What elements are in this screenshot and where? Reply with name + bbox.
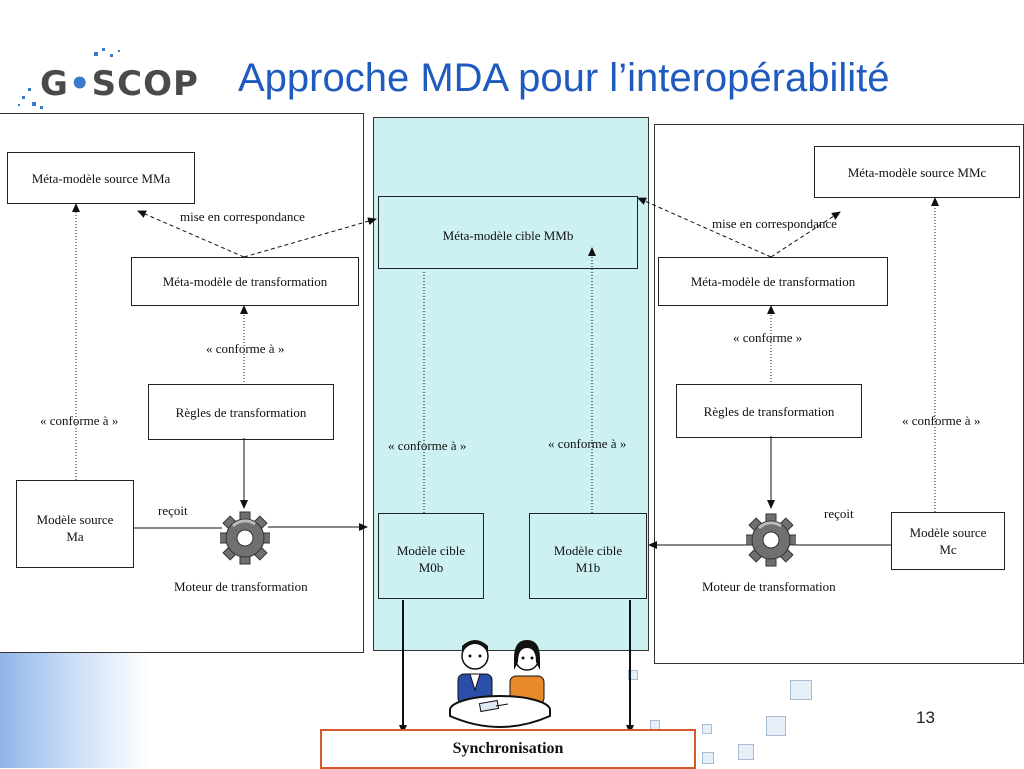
middle-metamodel-target-label: Méta-modèle cible MMb <box>442 228 574 243</box>
decor-square <box>702 752 714 764</box>
right-rules-label: Règles de transformation <box>703 403 835 419</box>
middle-model-m1b-box: Modèle cible M1b <box>529 513 647 599</box>
background-gradient <box>0 648 150 768</box>
left-metamodel-source-box: Méta-modèle source MMa <box>7 152 195 204</box>
right-model-source-box: Modèle source Mc <box>891 512 1005 570</box>
left-model-source-box: Modèle source Ma <box>16 480 134 568</box>
middle-metamodel-target-box: Méta-modèle cible MMb <box>378 196 638 269</box>
middle-m0b-line2: M0b <box>418 560 444 575</box>
left-mapping-arrow-right <box>243 217 377 258</box>
left-recoit-label: reçoit <box>158 503 188 518</box>
middle-m1b-line2: M1b <box>575 560 601 575</box>
right-conforme-side-label: « conforme à » <box>902 413 981 428</box>
left-mapping-arrow-left <box>137 210 245 258</box>
left-metamodel-source-label: Méta-modèle source MMa <box>31 170 171 186</box>
middle-m0b-line1: Modèle cible <box>396 543 466 558</box>
middle-conforme-right-label: « conforme à » <box>548 436 627 451</box>
right-mapping-arrow-left <box>637 197 772 258</box>
right-metamodel-source-box: Méta-modèle source MMc <box>814 146 1020 198</box>
decor-square <box>790 680 812 700</box>
decor-square <box>702 724 712 734</box>
gscop-logo: G•SCOP <box>40 64 199 104</box>
logo-text-left: G <box>40 64 69 104</box>
decor-square <box>766 716 786 736</box>
synchronisation-label: Synchronisation <box>452 740 564 757</box>
right-metamodel-transformation-label: Méta-modèle de transformation <box>690 274 856 289</box>
right-rules-box: Règles de transformation <box>676 384 862 438</box>
right-model-source-line1: Modèle source <box>909 525 987 540</box>
logo-dots-icon <box>18 48 120 109</box>
left-mapping-label: mise en correspondance <box>180 209 305 224</box>
right-recoit-label: reçoit <box>824 506 854 521</box>
gear-icon <box>220 511 270 565</box>
left-conforme-top-label: « conforme à » <box>206 341 285 356</box>
right-model-source-line2: Mc <box>939 542 957 557</box>
right-mapping-label: mise en correspondance <box>712 216 837 231</box>
left-rules-box: Règles de transformation <box>148 384 334 440</box>
left-engine-label: Moteur de transformation <box>174 579 308 594</box>
right-conforme-top-label: « conforme » <box>733 330 803 345</box>
right-mapping-arrow-right <box>770 211 841 258</box>
middle-model-m0b-box: Modèle cible M0b <box>378 513 484 599</box>
left-metamodel-transformation-label: Méta-modèle de transformation <box>162 274 328 289</box>
decor-square <box>628 670 638 680</box>
page-number: 13 <box>916 708 935 727</box>
left-rules-label: Règles de transformation <box>175 404 307 420</box>
logo-text-right: SCOP <box>91 64 199 104</box>
slide-title: Approche MDA pour l’interopérabilité <box>238 56 890 100</box>
gear-icon <box>746 513 796 567</box>
left-conforme-side-label: « conforme à » <box>40 413 119 428</box>
meeting-people-icon <box>449 640 551 728</box>
synchronisation-box: Synchronisation <box>320 729 696 769</box>
right-metamodel-source-label: Méta-modèle source MMc <box>847 164 987 180</box>
middle-m1b-line1: Modèle cible <box>553 543 623 558</box>
middle-conforme-left-label: « conforme à » <box>388 438 467 453</box>
left-model-source-line2: Ma <box>66 529 84 544</box>
decor-square <box>738 744 754 760</box>
left-model-source-line1: Modèle source <box>36 512 114 527</box>
logo-separator: • <box>68 64 92 104</box>
right-engine-label: Moteur de transformation <box>702 579 836 594</box>
